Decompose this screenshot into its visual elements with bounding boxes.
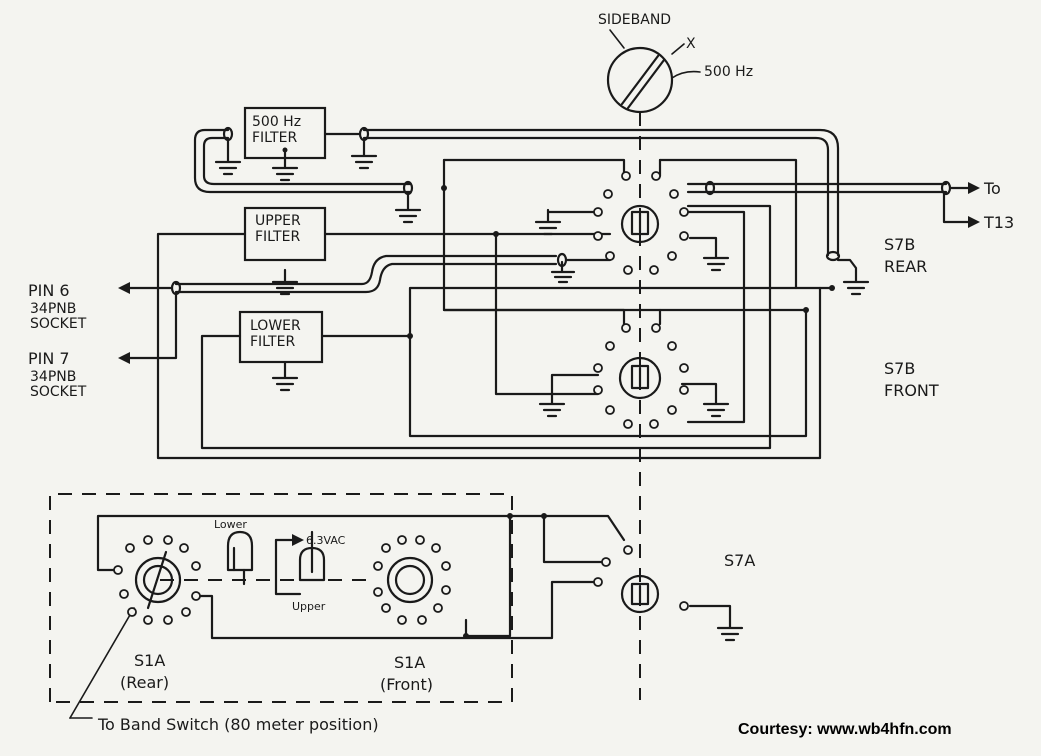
to-label: To xyxy=(983,179,1001,198)
s1a-rear-label-1: S1A xyxy=(134,651,165,670)
bottom-wiring xyxy=(96,513,626,640)
s7b-front-wafer xyxy=(442,308,689,429)
s1a-frame xyxy=(49,493,513,719)
t13-label: T13 xyxy=(983,213,1014,232)
pin6-label-2: 34PNB xyxy=(30,301,76,317)
500hz-filter-label-1: 500 Hz xyxy=(252,114,301,130)
pin7-label-3: SOCKET xyxy=(30,384,87,400)
s1a-rear-wafer xyxy=(113,535,201,625)
s7b-rear-label-2: REAR xyxy=(884,257,927,276)
wiring xyxy=(118,158,980,460)
pin7-label-2: 34PNB xyxy=(30,369,76,385)
pin6-label-1: PIN 6 xyxy=(28,281,70,300)
lower-filter-label-2: FILTER xyxy=(250,334,295,350)
s7a-wafer xyxy=(593,545,689,614)
s1a-front-label-2: (Front) xyxy=(380,675,433,694)
s1a-front-wafer xyxy=(373,535,451,625)
courtesy-credit: Courtesy: www.wb4hfn.com xyxy=(738,721,952,738)
coax-500hz xyxy=(193,126,841,262)
upper-lamp-label: Upper xyxy=(292,600,326,613)
pin6-label-3: SOCKET xyxy=(30,316,87,332)
s7b-front-label-2: FRONT xyxy=(884,381,939,400)
x-label: X xyxy=(686,36,696,52)
lower-lamp xyxy=(226,530,254,572)
lower-lamp-label: Lower xyxy=(214,518,247,531)
vac-label: 6.3VAC xyxy=(306,534,346,547)
lower-filter-label-1: LOWER xyxy=(250,318,301,334)
pin7-label-1: PIN 7 xyxy=(28,349,70,368)
band-switch-label: To Band Switch (80 meter position) xyxy=(97,715,379,734)
upper-lamp xyxy=(298,546,326,582)
s1a-rear-label-2: (Rear) xyxy=(120,673,169,692)
500hz-filter-label-2: FILTER xyxy=(252,130,297,146)
s7b-front-label-1: S7B xyxy=(884,359,915,378)
upper-filter-label-2: FILTER xyxy=(255,229,300,245)
s7b-rear-wafer xyxy=(593,171,689,275)
s7b-rear-label-1: S7B xyxy=(884,235,915,254)
upper-filter-label-1: UPPER xyxy=(255,213,301,229)
s7a-label: S7A xyxy=(724,551,755,570)
s1a-front-label-1: S1A xyxy=(394,653,425,672)
500hz-label: 500 Hz xyxy=(704,64,753,80)
sideband-label: SIDEBAND xyxy=(598,12,671,28)
